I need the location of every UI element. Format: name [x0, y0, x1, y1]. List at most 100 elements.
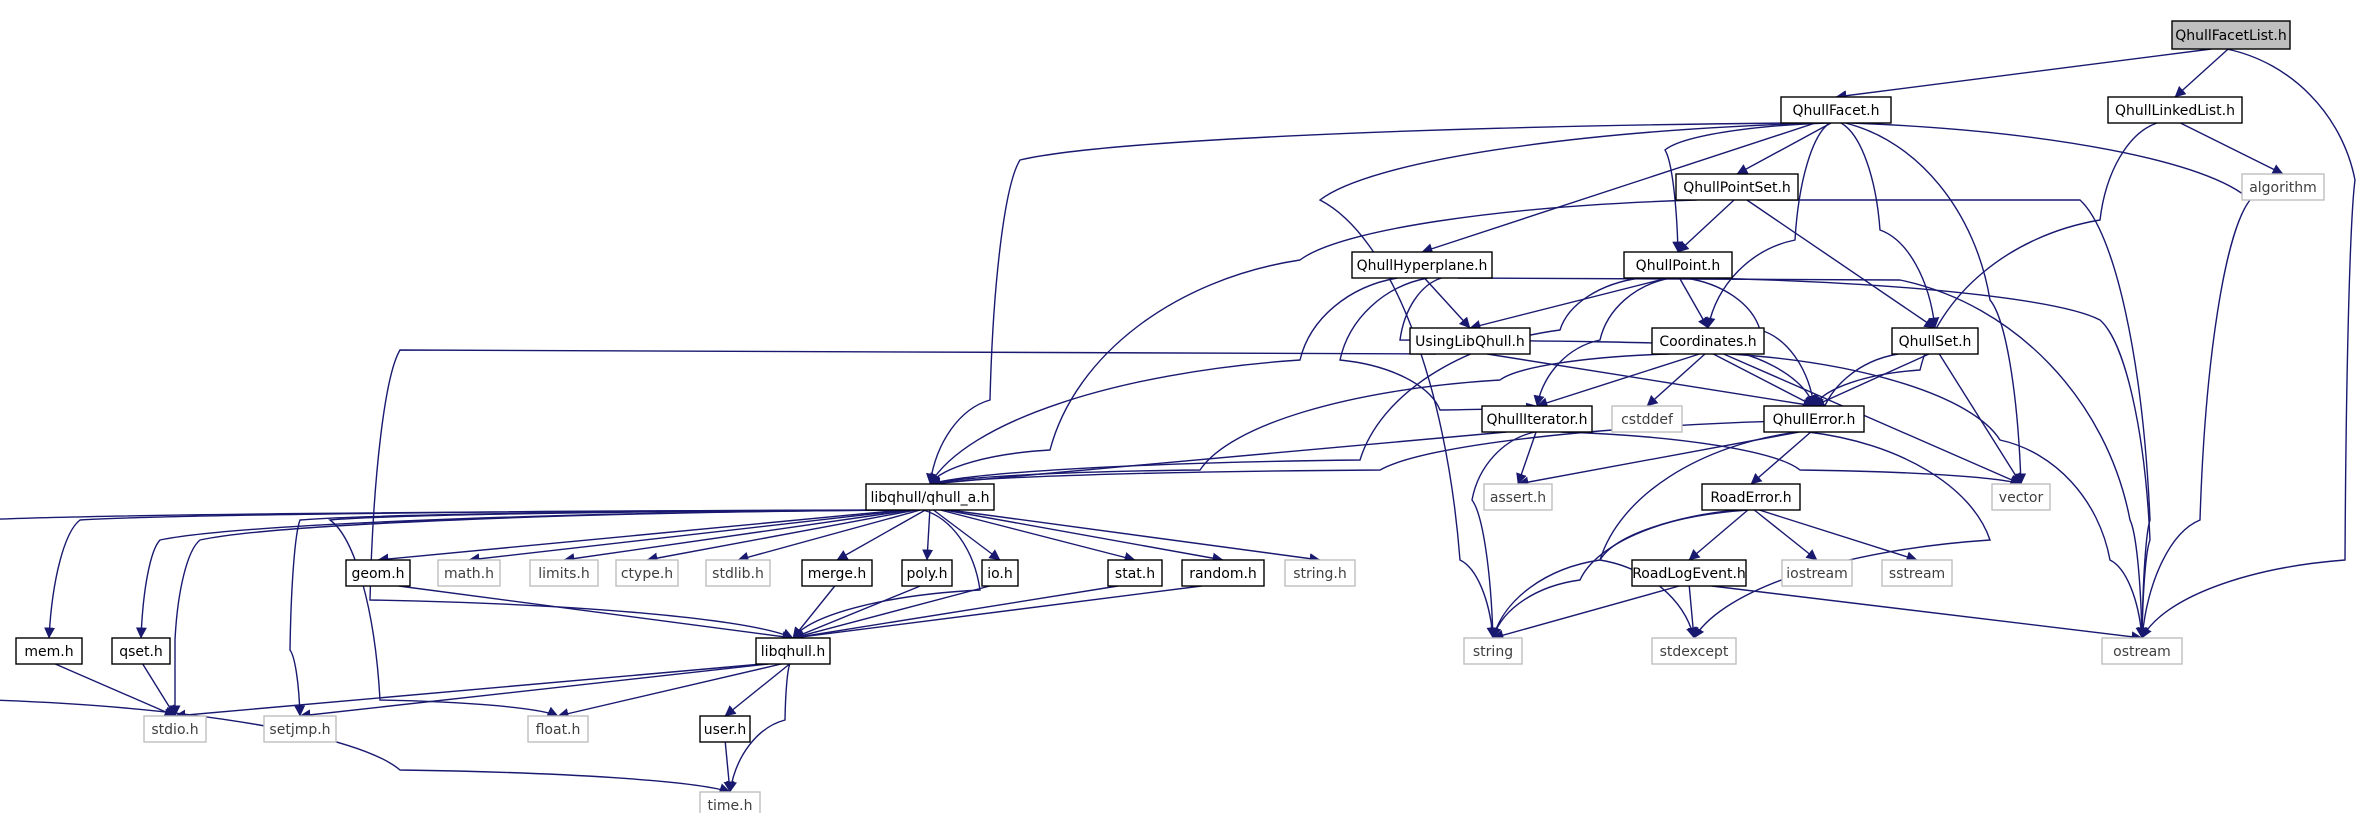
node-label-point: QhullPoint.h [1636, 258, 1721, 274]
node-stat[interactable]: stat.h [1107, 559, 1163, 587]
node-box-stringh [1284, 559, 1356, 587]
edge-error-to-roaderror [1750, 431, 1812, 485]
node-label-stat: stat.h [1115, 566, 1155, 582]
node-roaderror[interactable]: RoadError.h [1701, 483, 1801, 511]
node-pointset[interactable]: QhullPointSet.h [1675, 173, 1799, 201]
edge-iterator-to-qhulla [929, 431, 1507, 489]
edge-roadlog-to-string [1492, 585, 1680, 641]
node-label-libqhull: libqhull.h [761, 644, 825, 660]
edge-set-to-vector [1938, 353, 2022, 485]
node-label-sstream: sstream [1889, 566, 1945, 582]
edge-root-to-facet [1835, 48, 2212, 102]
node-algorithm: algorithm [2241, 173, 2325, 201]
node-iterator[interactable]: QhullIterator.h [1481, 405, 1593, 433]
node-box-point [1623, 251, 1733, 279]
edge-user-to-time [723, 741, 735, 793]
node-label-iostream: iostream [1786, 566, 1848, 582]
node-box-string [1463, 637, 1523, 665]
node-label-geom: geom.h [351, 566, 404, 582]
edge-qhulla-to-geom [377, 509, 903, 565]
edge-iterator-to-vector [1561, 431, 2022, 487]
node-box-roaderror [1701, 483, 1801, 511]
node-box-random [1181, 559, 1265, 587]
node-error[interactable]: QhullError.h [1763, 405, 1865, 433]
node-root[interactable]: QhullFacetList.h [2171, 20, 2291, 50]
edge-qhulla-to-stdlib [737, 509, 921, 563]
edge-facet-to-ostream [1851, 122, 2251, 639]
edge-coords-to-ostream [1729, 353, 2147, 639]
edge-qhulla-to-stringh [949, 509, 1321, 565]
node-geom[interactable]: geom.h [345, 559, 411, 587]
node-vector: vector [1991, 483, 2051, 511]
node-box-setjmp [263, 715, 337, 743]
edge-point-to-qhulla [929, 277, 1641, 487]
node-label-string: string [1473, 644, 1513, 660]
node-box-facet [1780, 96, 1892, 124]
edge-hyperplane-to-usinglib [1423, 277, 1471, 329]
node-box-pointset [1675, 173, 1799, 201]
node-roadlog[interactable]: RoadLogEvent.h [1631, 559, 1747, 587]
node-box-io [981, 559, 1019, 587]
node-poly[interactable]: poly.h [901, 559, 953, 587]
node-label-user: user.h [704, 722, 747, 738]
node-box-error [1763, 405, 1865, 433]
edge-pointset-to-set [1746, 199, 1936, 329]
edge-qhulla-to-limits [563, 509, 912, 564]
node-float: float.h [527, 715, 589, 743]
node-label-ostream: ostream [2113, 644, 2171, 660]
node-box-qhulla [865, 483, 995, 511]
edge-qhulla-to-time [0, 509, 921, 794]
edge-pointset-to-ostream [1757, 199, 2151, 639]
edge-iterator-to-assert [1516, 431, 1537, 485]
edge-facet-to-qhulla [926, 122, 1791, 485]
node-linkedlist[interactable]: QhullLinkedList.h [2107, 96, 2243, 124]
node-box-algorithm [2241, 173, 2325, 201]
node-label-poly: poly.h [907, 566, 948, 582]
node-coords[interactable]: Coordinates.h [1651, 327, 1765, 355]
node-io[interactable]: io.h [981, 559, 1019, 587]
node-set[interactable]: QhullSet.h [1891, 327, 1979, 355]
edge-point-to-iterator [1533, 277, 1672, 407]
edge-facet-to-string [1318, 122, 1819, 639]
node-qset[interactable]: qset.h [111, 637, 171, 665]
node-label-qhulla: libqhull/qhull_a.h [870, 490, 989, 506]
node-random[interactable]: random.h [1181, 559, 1265, 587]
edge-qhulla-to-stdio [169, 509, 893, 717]
node-usinglib[interactable]: UsingLibQhull.h [1409, 327, 1531, 355]
node-sstream: sstream [1881, 559, 1953, 587]
node-box-roadlog [1631, 559, 1747, 587]
node-assert: assert.h [1483, 483, 1553, 511]
node-libqhull[interactable]: libqhull.h [755, 637, 831, 665]
node-cstddef: cstddef [1611, 405, 1683, 433]
node-mem[interactable]: mem.h [15, 637, 83, 665]
node-label-limits: limits.h [538, 566, 589, 582]
node-point[interactable]: QhullPoint.h [1623, 251, 1733, 279]
edge-usinglib-to-error [1487, 353, 1815, 410]
node-label-root: QhullFacetList.h [2175, 28, 2287, 44]
node-user[interactable]: user.h [699, 715, 751, 743]
edge-facet-to-vector [1845, 122, 2027, 485]
node-box-float [527, 715, 589, 743]
node-box-sstream [1881, 559, 1953, 587]
node-label-stdexcept: stdexcept [1660, 644, 1729, 660]
edge-roadlog-to-ostream [1711, 585, 2143, 643]
node-box-vector [1991, 483, 2051, 511]
node-qhulla[interactable]: libqhull/qhull_a.h [865, 483, 995, 511]
edge-point-to-usinglib [1469, 277, 1668, 331]
node-label-roaderror: RoadError.h [1710, 490, 1791, 506]
node-label-coords: Coordinates.h [1659, 334, 1756, 350]
node-label-merge: merge.h [808, 566, 867, 582]
node-label-usinglib: UsingLibQhull.h [1415, 334, 1525, 350]
node-facet[interactable]: QhullFacet.h [1780, 96, 1892, 124]
node-math: math.h [437, 559, 501, 587]
edge-facet-to-coords [1704, 122, 1831, 329]
edge-qhulla-to-merge [836, 509, 926, 561]
node-merge[interactable]: merge.h [801, 559, 873, 587]
node-ostream: ostream [2101, 637, 2183, 665]
node-box-iostream [1781, 559, 1853, 587]
node-time: time.h [699, 791, 761, 813]
node-label-assert: assert.h [1490, 490, 1546, 506]
edge-stat-to-libqhull [792, 585, 1119, 642]
node-hyperplane[interactable]: QhullHyperplane.h [1351, 251, 1493, 279]
